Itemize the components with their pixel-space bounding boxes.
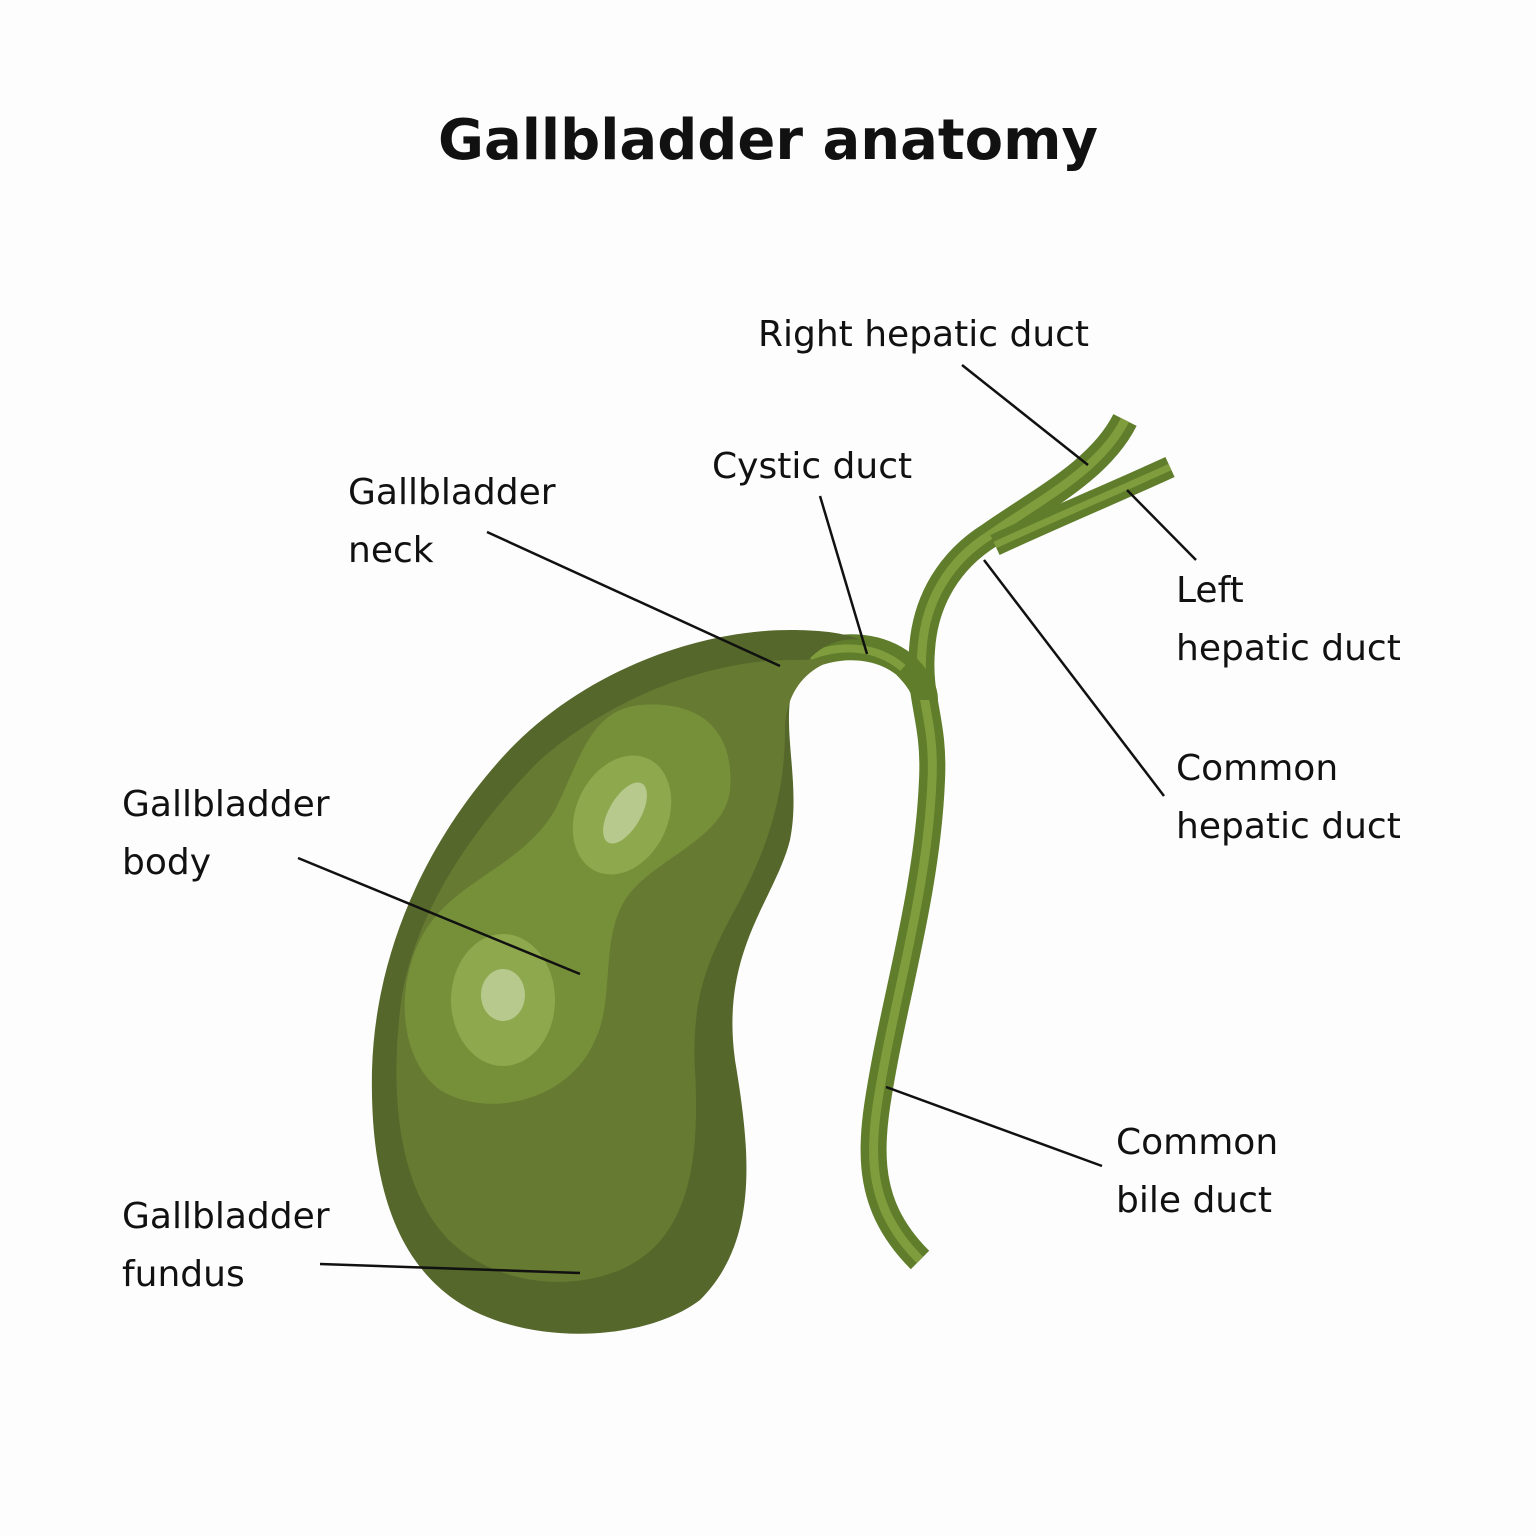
label-line: Common xyxy=(1176,748,1339,789)
leader-right-hepatic-duct xyxy=(961,364,1089,466)
leader-common-hepatic-duct xyxy=(983,559,1165,797)
leader-cystic-duct xyxy=(818,495,869,655)
label-gallbladder-fundus: Gallbladder fundus xyxy=(122,1188,330,1304)
label-line: Gallbladder xyxy=(348,472,556,513)
label-gallbladder-body: Gallbladder body xyxy=(122,776,330,892)
label-common-hepatic-duct: Common hepatic duct xyxy=(1176,740,1401,856)
shine-upper xyxy=(603,782,647,844)
label-line: hepatic duct xyxy=(1176,628,1401,669)
leader-left-hepatic-duct xyxy=(1126,489,1197,561)
label-line: Gallbladder xyxy=(122,1196,330,1237)
label-line: fundus xyxy=(122,1254,245,1295)
leader-gallbladder-fundus xyxy=(319,1262,581,1275)
label-line: Common xyxy=(1116,1122,1279,1163)
page-title: Gallbladder anatomy xyxy=(437,108,1099,173)
leader-common-bile-duct xyxy=(885,1085,1103,1168)
label-line: Right hepatic duct xyxy=(758,314,1090,355)
gallbladder-mid xyxy=(396,659,835,1282)
shine-lower xyxy=(481,969,525,1021)
label-common-bile-duct: Common bile duct xyxy=(1116,1114,1278,1230)
common-bile-duct-highlight xyxy=(869,417,1130,1264)
leader-gallbladder-neck xyxy=(486,530,781,668)
duct-system xyxy=(794,413,1175,1270)
label-line: Cystic duct xyxy=(712,446,913,487)
label-right-hepatic-duct: Right hepatic duct xyxy=(758,306,1089,364)
label-line: hepatic duct xyxy=(1176,806,1401,847)
label-line: Left xyxy=(1176,570,1244,611)
label-line: body xyxy=(122,842,212,883)
left-hepatic-duct-highlight xyxy=(993,463,1172,549)
label-line: bile duct xyxy=(1116,1180,1273,1221)
gallbladder-shape xyxy=(371,630,860,1334)
label-line: Gallbladder xyxy=(122,784,330,825)
label-gallbladder-neck: Gallbladder neck xyxy=(348,464,556,580)
leader-gallbladder-body xyxy=(297,856,581,976)
leader-lines xyxy=(297,364,1197,1275)
cystic-duct-highlight xyxy=(808,644,906,672)
label-cystic-duct: Cystic duct xyxy=(712,438,912,496)
label-line: neck xyxy=(348,530,434,571)
label-left-hepatic-duct: Left hepatic duct xyxy=(1176,562,1401,678)
